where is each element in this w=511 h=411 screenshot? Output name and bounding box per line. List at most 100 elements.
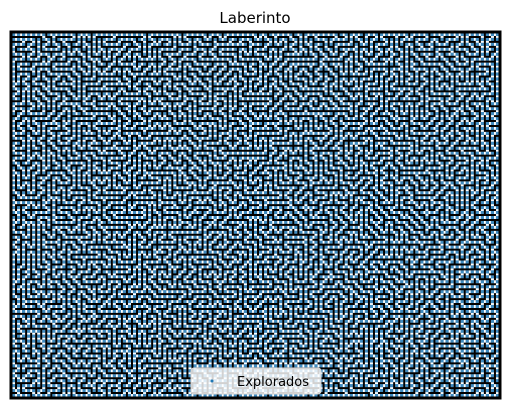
explored-cell xyxy=(450,112,454,116)
explored-cell xyxy=(329,92,333,96)
explored-cell xyxy=(495,215,500,220)
explored-cell xyxy=(233,285,237,289)
explored-cell xyxy=(344,250,348,254)
explored-cell xyxy=(132,37,137,42)
explored-cell xyxy=(208,205,212,210)
explored-cell xyxy=(97,37,101,42)
explored-cell xyxy=(425,126,429,131)
explored-cell xyxy=(304,275,308,279)
explored-cell xyxy=(435,220,439,225)
explored-cell xyxy=(294,260,298,264)
explored-cell xyxy=(127,37,132,42)
explored-cell xyxy=(289,112,293,116)
explored-cell xyxy=(57,196,61,200)
explored-cell xyxy=(309,87,313,91)
explored-cell xyxy=(203,235,207,239)
explored-cell xyxy=(440,260,444,264)
explored-cell xyxy=(395,196,399,200)
explored-cell xyxy=(470,112,474,116)
explored-cell xyxy=(127,47,132,51)
explored-cell xyxy=(390,102,394,106)
explored-cell xyxy=(294,116,298,121)
explored-cell xyxy=(269,146,273,150)
explored-cell xyxy=(445,275,449,279)
explored-cell xyxy=(258,67,263,71)
explored-cell xyxy=(475,42,479,46)
explored-cell xyxy=(354,97,358,101)
explored-cell xyxy=(228,186,232,190)
explored-cell xyxy=(112,235,116,239)
explored-cell xyxy=(490,161,495,165)
explored-cell xyxy=(329,52,333,56)
explored-cell xyxy=(465,121,469,126)
explored-cell xyxy=(178,82,182,86)
explored-cell xyxy=(319,220,323,225)
explored-cell xyxy=(269,215,273,220)
explored-cell xyxy=(213,52,217,56)
explored-cell xyxy=(67,210,71,215)
explored-cell xyxy=(122,151,127,155)
explored-cell xyxy=(117,47,121,51)
explored-cell xyxy=(77,280,81,284)
explored-cell xyxy=(369,255,374,259)
explored-cell xyxy=(369,131,374,135)
explored-cell xyxy=(400,87,404,91)
explored-cell xyxy=(324,151,328,155)
explored-cell xyxy=(294,201,298,205)
explored-cell xyxy=(354,126,358,131)
explored-cell xyxy=(188,275,192,279)
explored-cell xyxy=(253,181,258,185)
explored-cell xyxy=(117,255,121,259)
explored-cell xyxy=(450,57,454,61)
explored-cell xyxy=(77,205,81,210)
explored-cell xyxy=(117,161,121,165)
explored-cell xyxy=(233,141,237,145)
explored-cell xyxy=(374,215,379,220)
explored-cell xyxy=(269,97,273,101)
explored-cell xyxy=(203,245,207,249)
explored-cell xyxy=(178,265,182,269)
explored-cell xyxy=(400,205,404,210)
explored-cell xyxy=(395,131,399,135)
explored-cell xyxy=(344,196,348,200)
explored-cell xyxy=(455,171,459,175)
explored-cell xyxy=(142,166,147,170)
explored-cell xyxy=(395,220,399,225)
explored-cell xyxy=(112,82,116,86)
explored-cell xyxy=(153,280,157,284)
explored-cell xyxy=(435,42,439,46)
explored-cell xyxy=(112,72,116,76)
explored-cell xyxy=(405,205,409,210)
explored-cell xyxy=(77,72,81,76)
explored-cell xyxy=(168,250,172,254)
explored-cell xyxy=(304,250,308,254)
explored-cell xyxy=(284,102,288,106)
explored-cell xyxy=(248,270,253,274)
explored-cell xyxy=(309,166,313,170)
explored-cell xyxy=(87,62,91,66)
explored-cell xyxy=(16,275,21,279)
explored-cell xyxy=(193,176,197,180)
explored-cell xyxy=(430,37,434,42)
explored-cell xyxy=(92,220,96,225)
explored-cell xyxy=(465,275,469,279)
explored-cell xyxy=(294,146,298,150)
explored-cell xyxy=(233,191,237,195)
explored-cell xyxy=(112,250,116,254)
explored-cell xyxy=(334,191,338,195)
explored-cell xyxy=(243,57,248,61)
explored-cell xyxy=(62,67,66,71)
explored-cell xyxy=(233,250,237,254)
explored-cell xyxy=(445,245,449,249)
explored-cell xyxy=(425,205,429,210)
explored-cell xyxy=(127,255,132,259)
explored-cell xyxy=(163,250,167,254)
explored-cell xyxy=(122,161,127,165)
explored-cell xyxy=(228,151,232,155)
explored-cell xyxy=(253,235,258,239)
explored-cell xyxy=(349,151,353,155)
explored-cell xyxy=(289,102,293,106)
explored-cell xyxy=(148,62,152,66)
explored-cell xyxy=(475,225,479,229)
explored-cell xyxy=(42,37,46,42)
